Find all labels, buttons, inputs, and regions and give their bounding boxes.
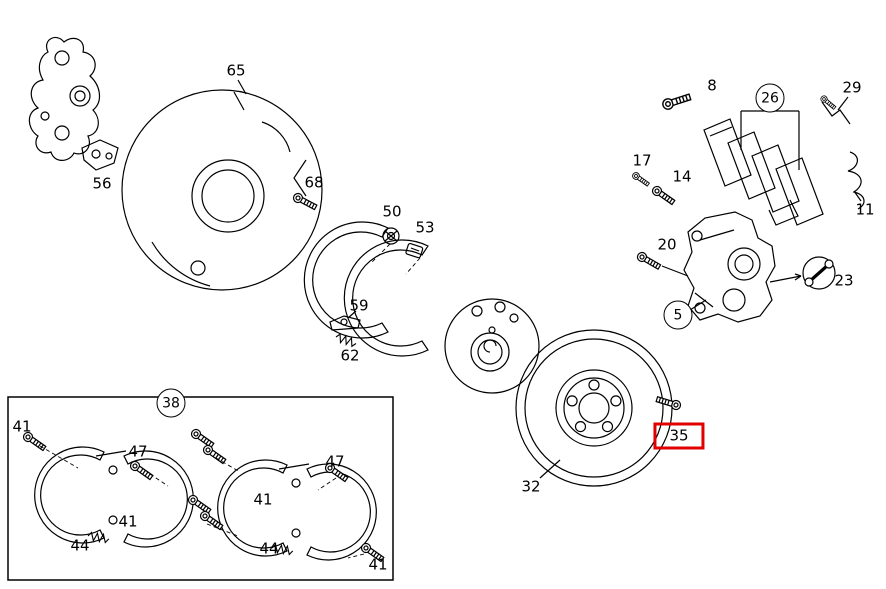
part-label-59[interactable]: 59: [349, 296, 369, 315]
part-label-35[interactable]: 35: [653, 422, 705, 450]
adjuster-59-drawing: [329, 310, 361, 331]
part-label-50[interactable]: 50: [382, 202, 402, 221]
part-label-41[interactable]: 41: [118, 512, 138, 531]
part-label-41[interactable]: 41: [12, 417, 32, 436]
spring-11-drawing: [847, 151, 865, 210]
part-label-65[interactable]: 65: [226, 61, 246, 80]
clip-29-drawing: [819, 94, 851, 125]
bracket-56-drawing: [81, 139, 119, 171]
brake-pads-drawing: [703, 110, 824, 226]
hub-drawing: [444, 298, 540, 394]
part-label-23[interactable]: 23: [834, 271, 854, 290]
backing-plate-drawing: [121, 79, 323, 291]
part-label-62[interactable]: 62: [340, 346, 360, 365]
part-label-11[interactable]: 11: [855, 200, 875, 219]
part-label-17[interactable]: 17: [632, 151, 652, 170]
part-label-41[interactable]: 41: [368, 555, 388, 574]
knuckle-drawing: [28, 37, 100, 161]
part-label-44[interactable]: 44: [70, 536, 90, 555]
wrench-23-drawing: [769, 256, 836, 290]
part-label-20[interactable]: 20: [657, 235, 677, 254]
part-label-56[interactable]: 56: [92, 174, 112, 193]
shoe-kit-box-drawing: [7, 396, 394, 581]
part-label-41[interactable]: 41: [253, 490, 273, 509]
part-label-29[interactable]: 29: [842, 78, 862, 97]
part-label-38[interactable]: 38: [156, 388, 186, 418]
part-label-44[interactable]: 44: [259, 539, 279, 558]
part-label-68[interactable]: 68: [304, 173, 324, 192]
part-label-26[interactable]: 26: [755, 83, 785, 113]
part-label-14[interactable]: 14: [672, 167, 692, 186]
brake-shoes-50-drawing: [303, 221, 429, 357]
part-label-32[interactable]: 32: [521, 477, 541, 496]
part-label-47[interactable]: 47: [325, 452, 345, 471]
part-label-8[interactable]: 8: [707, 76, 717, 95]
caliper-drawing: [661, 211, 776, 323]
part-label-53[interactable]: 53: [415, 218, 435, 237]
part-label-5[interactable]: 5: [663, 300, 693, 330]
parts-53-drawing: [382, 227, 424, 259]
part-label-47[interactable]: 47: [128, 442, 148, 461]
